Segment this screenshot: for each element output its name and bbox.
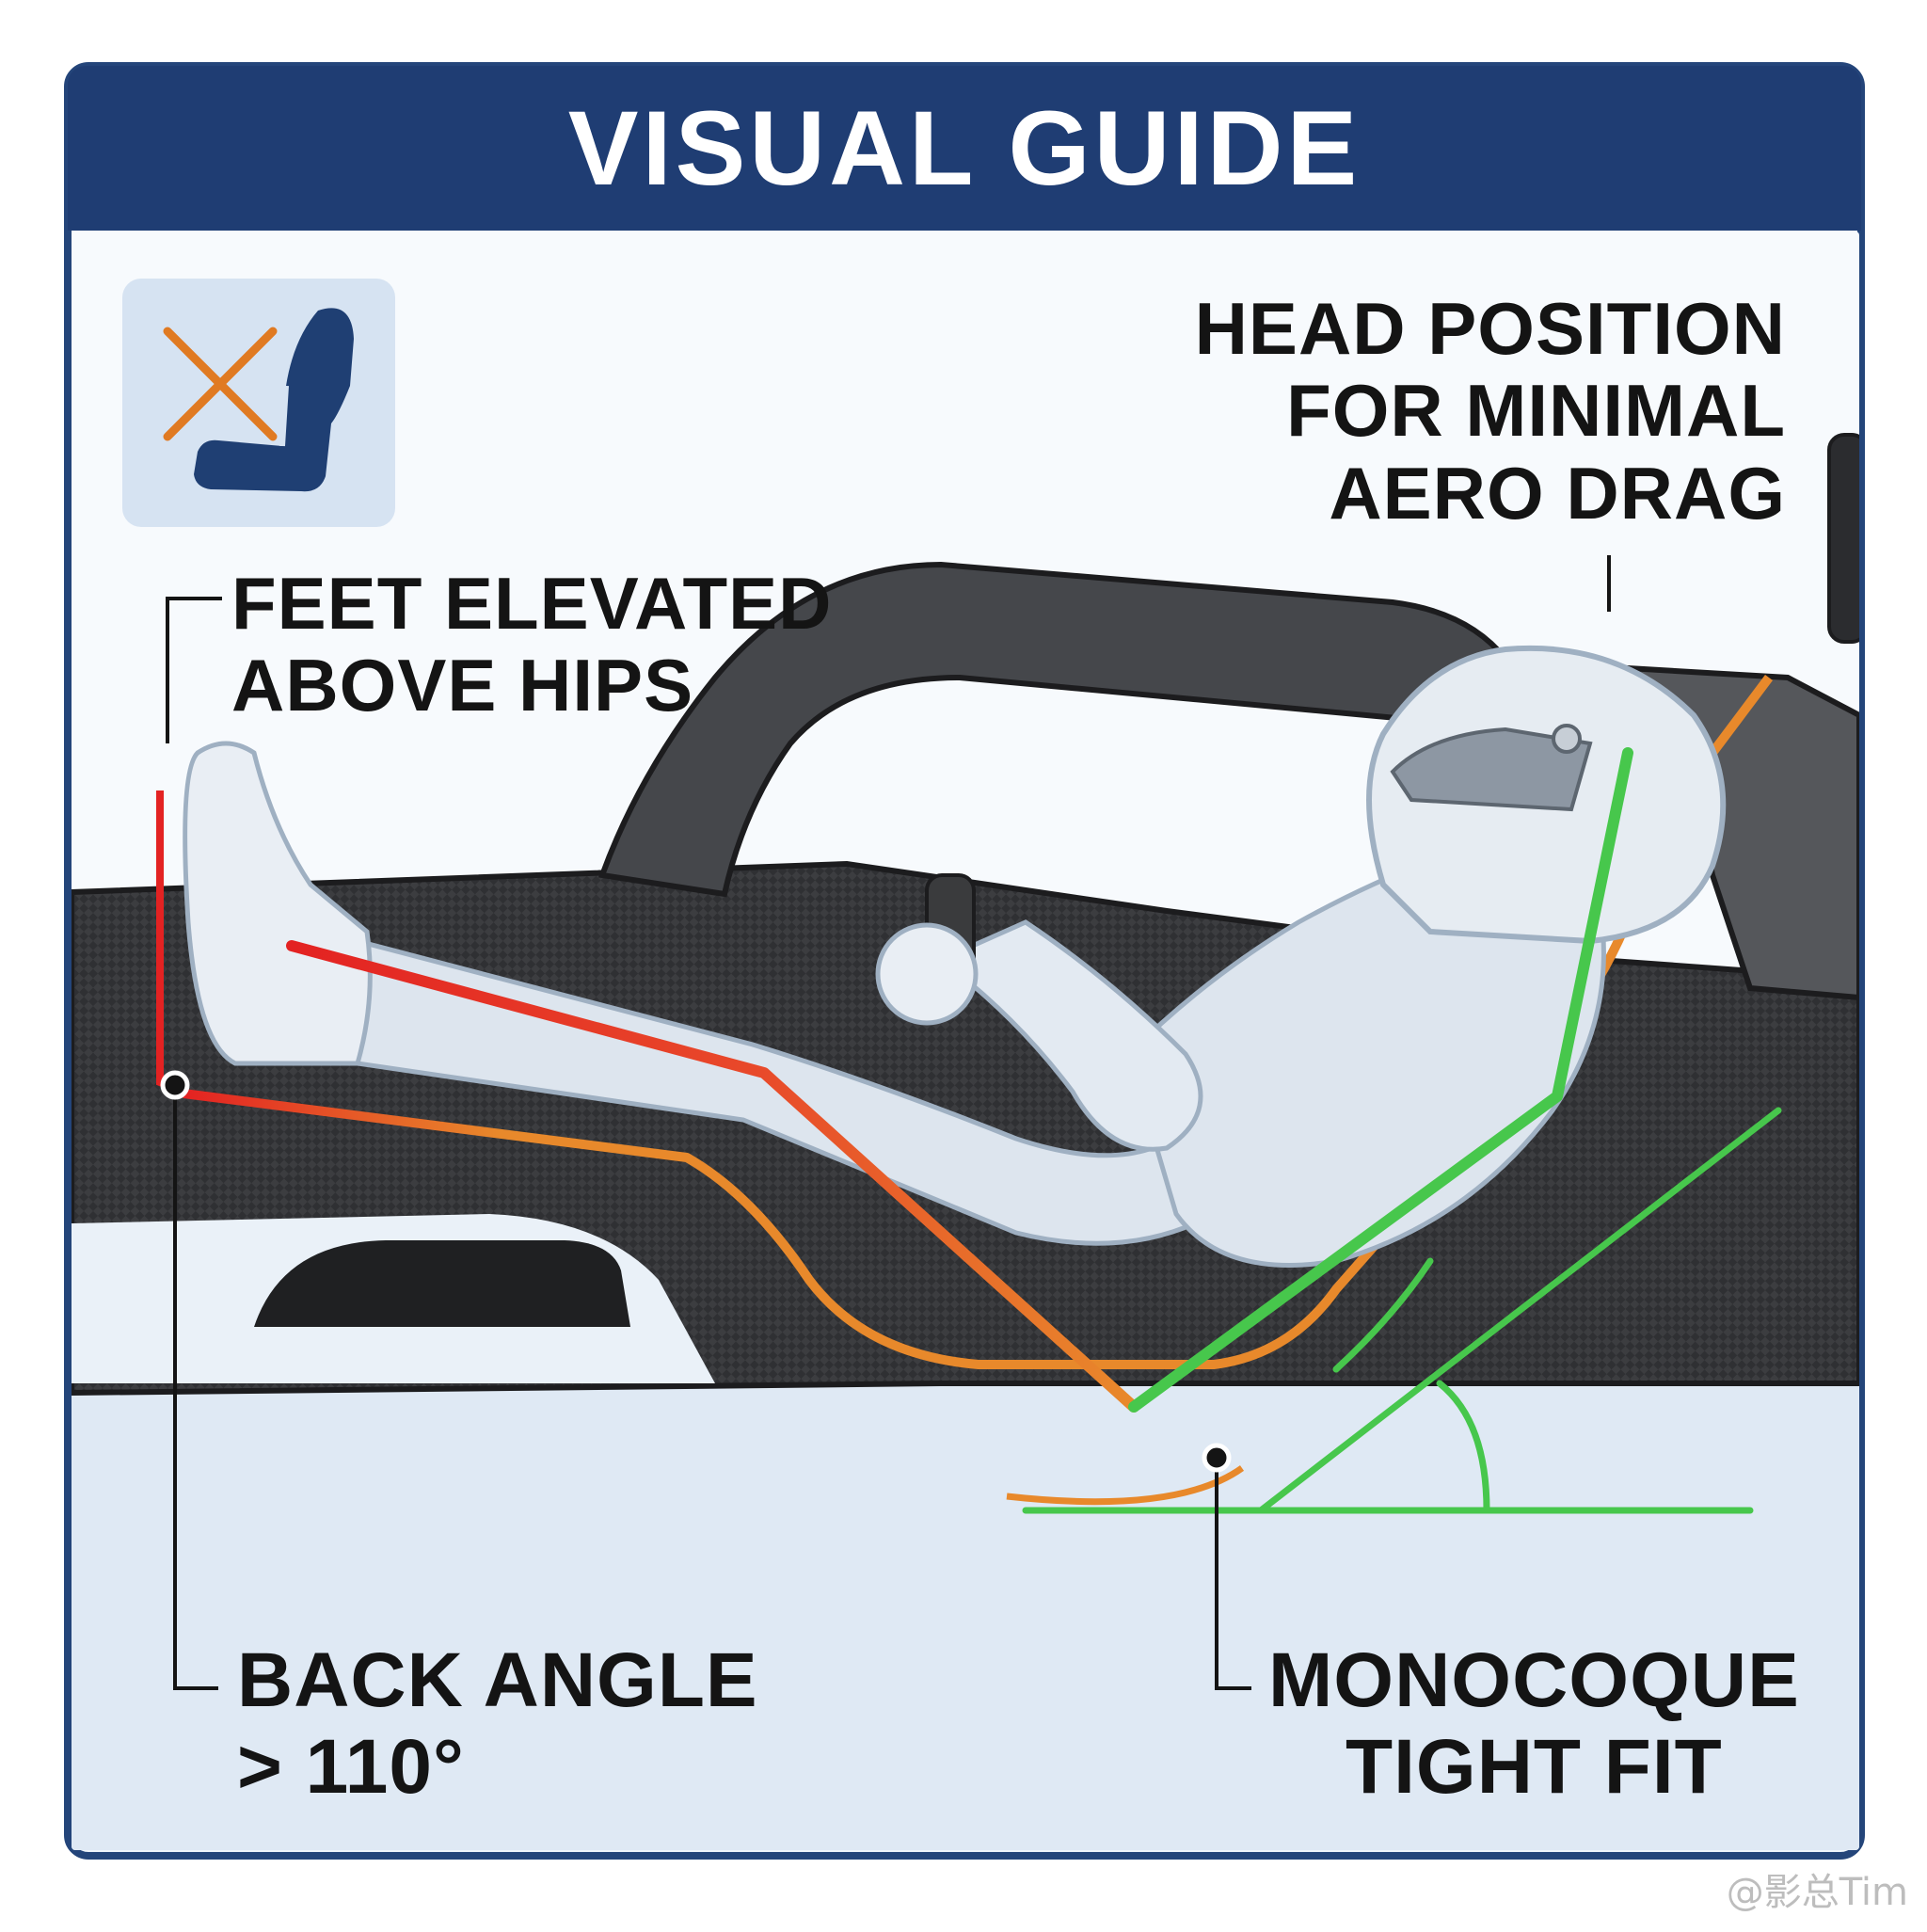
seat-base-line xyxy=(1006,1465,1245,1506)
head-position-line-3: AERO DRAG xyxy=(1329,451,1786,535)
monocoque-line-2: TIGHT FIT xyxy=(1346,1723,1723,1810)
head-position-label: HEAD POSITION FOR MINIMAL AERO DRAG xyxy=(1194,287,1786,535)
cross-icon xyxy=(163,327,278,441)
monocoque-line-1: MONOCOQUE xyxy=(1268,1637,1800,1723)
title-bar xyxy=(68,66,1861,231)
monocoque-leader xyxy=(1215,1458,1251,1690)
monocoque-marker xyxy=(1202,1443,1232,1473)
driver-shoe xyxy=(183,741,373,1066)
feet-elevated-leader xyxy=(166,597,222,743)
seat-support-line xyxy=(1022,1107,1782,1514)
back-angle-marker xyxy=(160,1070,190,1100)
roll-hoop xyxy=(597,561,1509,898)
seat-icon-group xyxy=(122,279,395,527)
seat-icon xyxy=(194,308,354,492)
back-angle-line xyxy=(1128,747,1633,1413)
back-angle-leader xyxy=(173,1085,218,1690)
feet-elevated-line-1: FEET ELEVATED xyxy=(231,562,833,645)
visor-pivot xyxy=(1552,724,1582,754)
ground-panel xyxy=(72,1355,1859,1850)
back-angle-line-1: BACK ANGLE xyxy=(237,1637,758,1723)
leg-angle-line xyxy=(286,940,1139,1413)
back-angle-line-2: > 110° xyxy=(237,1723,465,1810)
feet-elevated-line-2: ABOVE HIPS xyxy=(231,644,694,727)
watermark: @影总Tim xyxy=(1726,1871,1908,1914)
feet-elevated-label: FEET ELEVATED ABOVE HIPS xyxy=(231,562,833,727)
helmet-visor xyxy=(1390,726,1593,812)
monocoque-label: MONOCOQUE TIGHT FIT xyxy=(1268,1637,1800,1811)
page-title: VISUAL GUIDE xyxy=(567,89,1362,207)
driver-glove xyxy=(875,922,979,1026)
back-angle-label: BACK ANGLE > 110° xyxy=(237,1637,758,1811)
head-position-line-2: FOR MINIMAL xyxy=(1286,369,1786,453)
driver-arm xyxy=(936,919,1203,1152)
mirror xyxy=(1827,433,1859,644)
head-position-line-1: HEAD POSITION xyxy=(1194,287,1786,370)
floor-vent xyxy=(254,1240,630,1327)
